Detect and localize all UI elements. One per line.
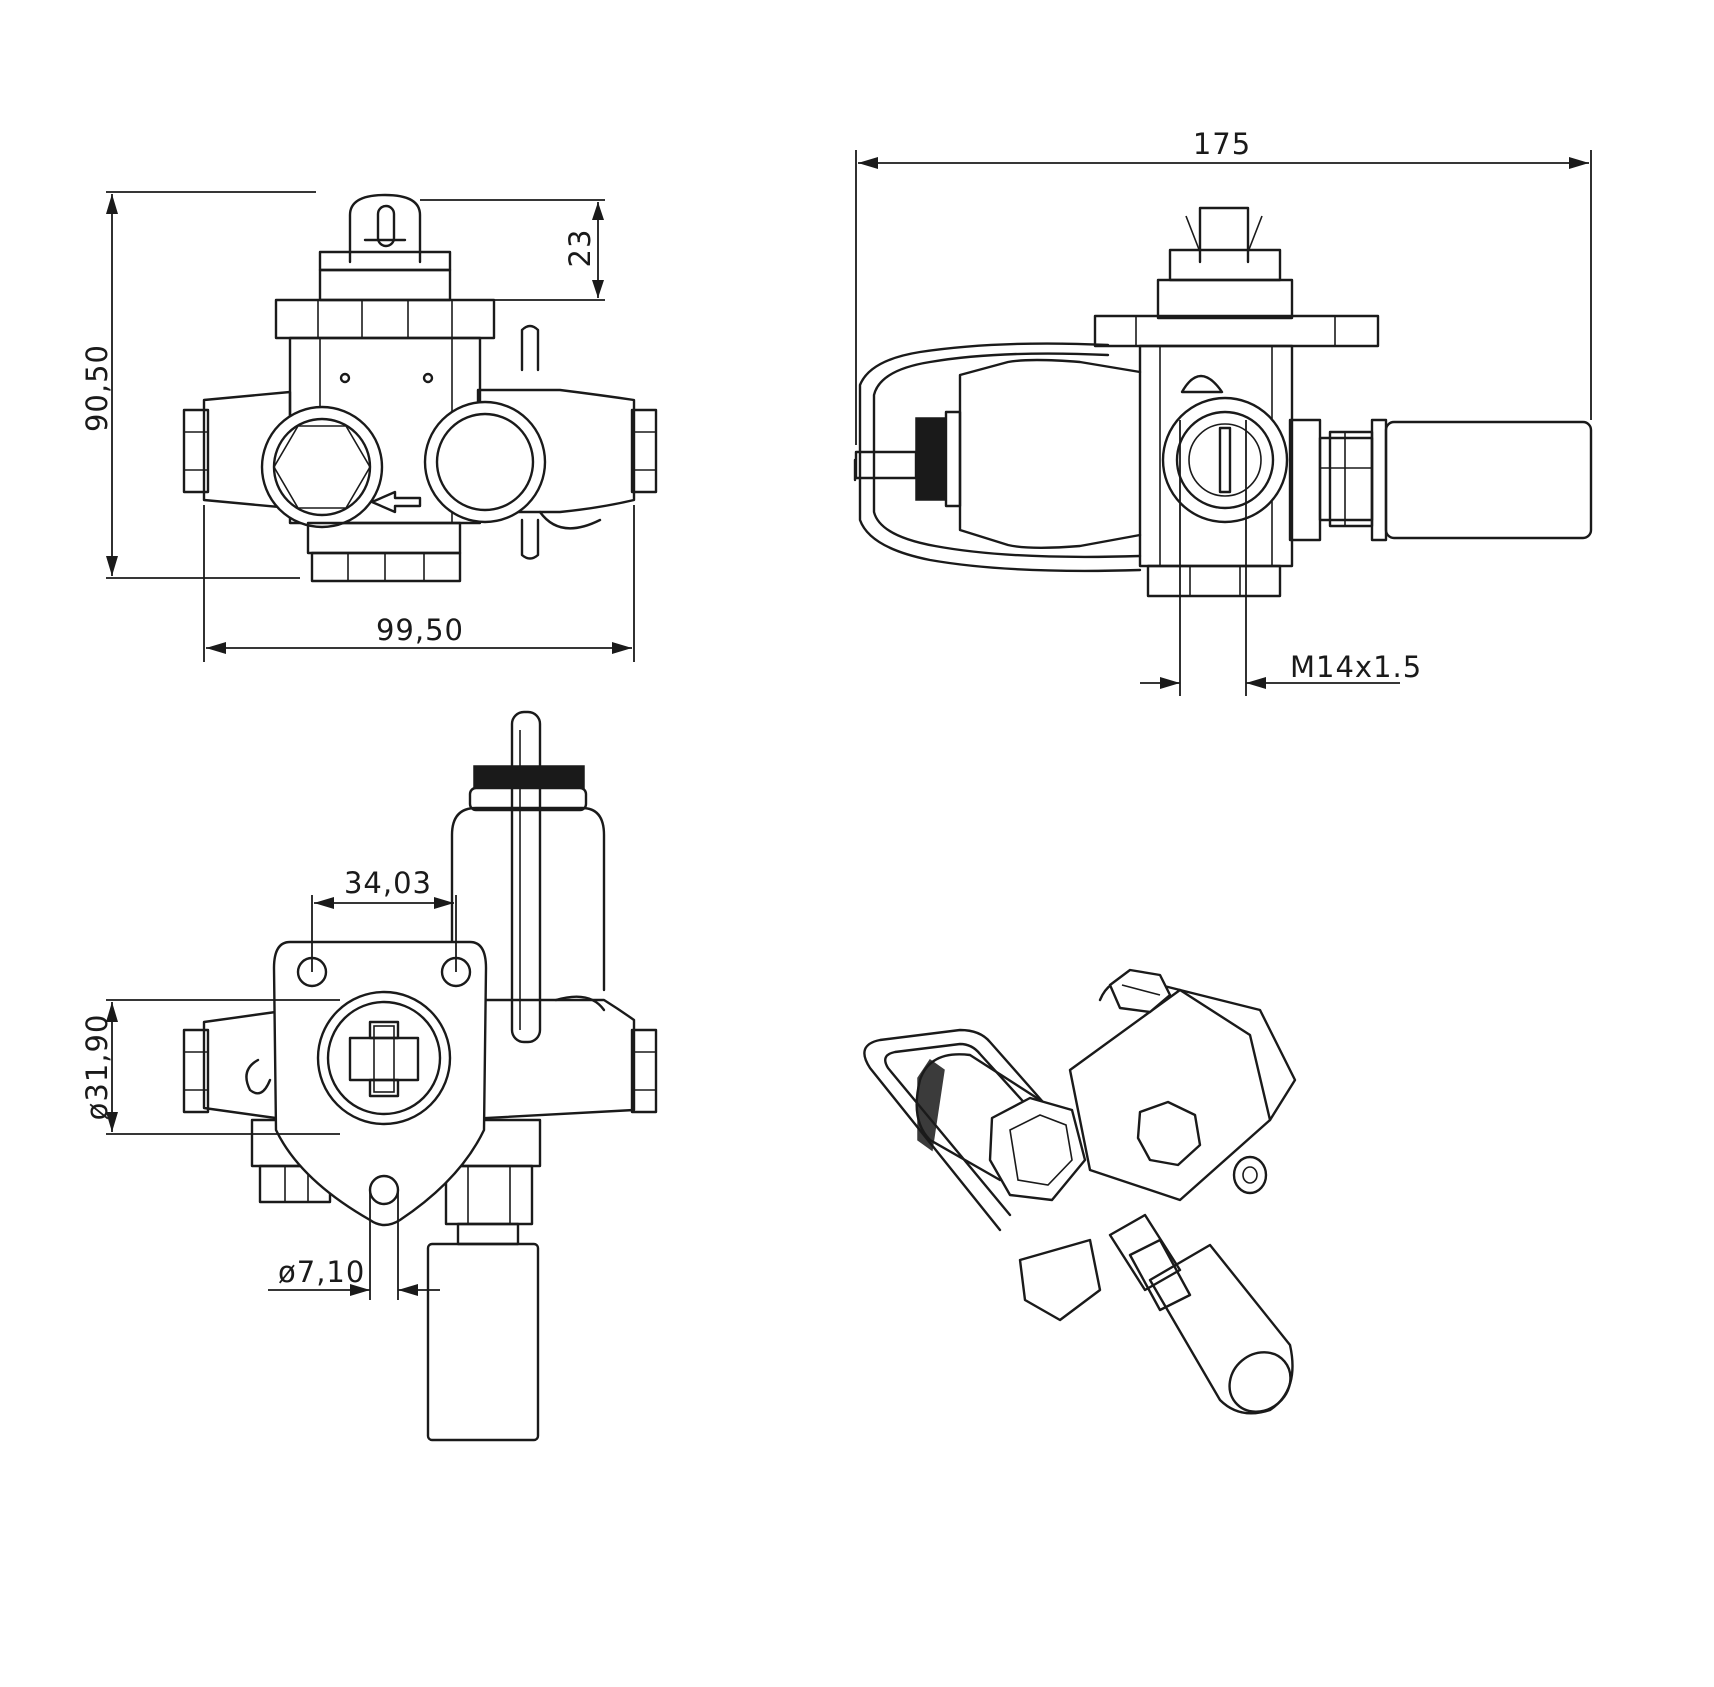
side-view-dimensions: 175 M14x1.5 <box>855 127 1592 696</box>
dim-overall-width: 99,50 <box>376 613 464 647</box>
dim-thread: M14x1.5 <box>1290 650 1422 684</box>
dim-overall-height: 90,50 <box>80 344 114 432</box>
dim-cap-height: 23 <box>563 229 597 268</box>
dim-hole-diameter: ø7,10 <box>278 1255 365 1289</box>
side-view <box>853 206 1593 598</box>
front-view-dimensions: 90,50 23 99,50 <box>80 191 635 662</box>
dim-hole-spacing: 34,03 <box>344 866 432 900</box>
front-view <box>182 193 658 583</box>
rear-view-dimensions: 34,03 ø31,90 ø7,10 <box>80 866 457 1300</box>
isometric-view <box>863 968 1297 1415</box>
dim-overall-length: 175 <box>1193 127 1251 161</box>
rear-view <box>182 710 658 1442</box>
dim-boss-diameter: ø31,90 <box>80 1014 114 1121</box>
